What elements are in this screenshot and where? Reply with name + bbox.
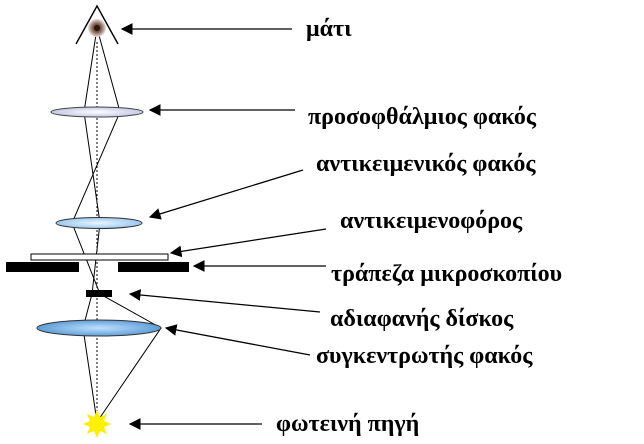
label-eyepiece: προσοφθάλμιος φακός xyxy=(308,104,537,130)
label-condenser: συγκεντρωτής φακός xyxy=(316,343,533,369)
arrow-objective xyxy=(148,169,304,220)
objective-lens xyxy=(55,217,143,229)
arrow-slide xyxy=(169,228,327,258)
label-slide: αντικειμενοφόρος xyxy=(340,208,523,234)
light-source-icon xyxy=(83,410,111,438)
microscope-slide xyxy=(30,253,169,261)
microscope-stage xyxy=(6,262,189,272)
eyepiece-lens xyxy=(50,106,144,118)
label-objective: αντικειμενικός φακός xyxy=(316,151,536,177)
condenser-lens xyxy=(36,319,162,337)
arrow-condenser xyxy=(164,324,311,356)
opaque-disk xyxy=(86,290,112,297)
label-light-source: φωτεινή πηγή xyxy=(276,411,419,437)
arrow-opaque-disk xyxy=(128,289,321,313)
label-eye: μάτι xyxy=(306,16,352,42)
label-opaque-disk: αδιαφανής δίσκος xyxy=(330,306,514,332)
eye-icon xyxy=(75,4,119,45)
pointer-arrows xyxy=(120,23,327,430)
label-stage: τράπεζα μικροσκοπίου xyxy=(331,261,562,287)
